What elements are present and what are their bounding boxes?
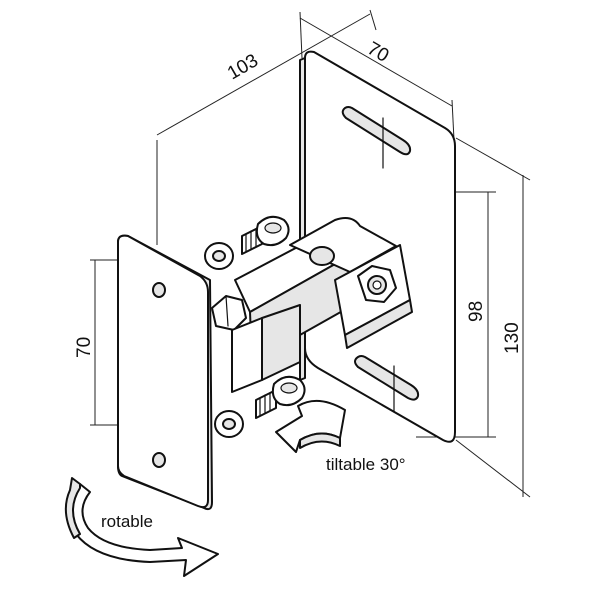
lower-washer (214, 410, 244, 438)
dim-label-98: 98 (466, 301, 487, 322)
dim-label-70-front: 70 (74, 337, 95, 358)
upper-screw (241, 215, 290, 255)
dim-label-103: 103 (224, 50, 262, 84)
dim-label-130: 130 (502, 322, 523, 354)
dim-label-70-top: 70 (364, 38, 393, 67)
swivel-arm (211, 217, 413, 393)
tilt-label: tiltable 30° (326, 455, 406, 474)
upper-washer (204, 242, 234, 270)
front-mounting-plate (117, 234, 213, 511)
tilt-arrow-icon (275, 399, 346, 453)
rotate-arrow-icon (64, 477, 219, 577)
lower-screw (255, 375, 306, 419)
rotate-label: rotable (101, 512, 153, 531)
